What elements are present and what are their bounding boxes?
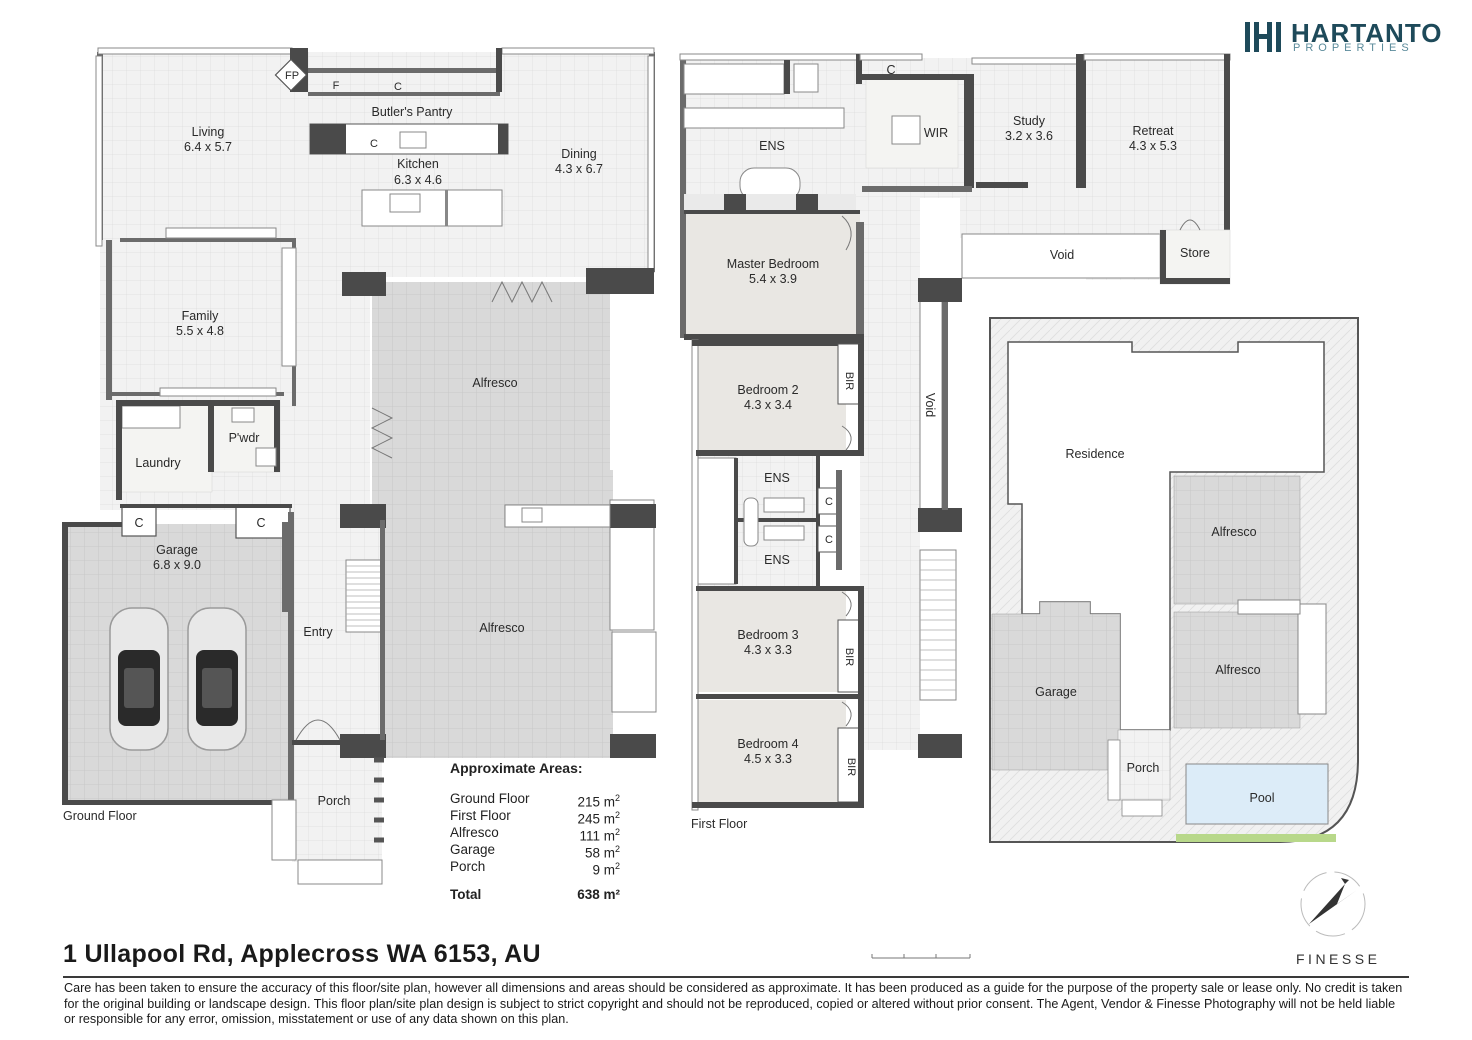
fp-label: FP <box>285 70 299 82</box>
garage-cupboard-right: C <box>256 516 265 530</box>
site-garage-label: Garage <box>1035 685 1077 699</box>
area-total-row: Total 638 m² <box>450 887 620 902</box>
first-floor-label: First Floor <box>691 817 747 831</box>
area-name: Porch <box>450 859 486 874</box>
area-value: 58 m2 <box>584 844 620 861</box>
kitchen-label: Kitchen <box>397 157 439 171</box>
bir-3-label: BIR <box>843 648 855 666</box>
powder-room-label: P'wdr <box>229 431 260 445</box>
master-bedroom-label: Master Bedroom <box>727 257 819 271</box>
areas-title: Approximate Areas: <box>450 760 583 776</box>
dining-dimensions: 4.3 x 6.7 <box>555 162 603 176</box>
area-name: First Floor <box>450 808 511 823</box>
retreat-label: Retreat <box>1133 124 1175 138</box>
scale-bar-icon <box>871 954 971 959</box>
porch-label: Porch <box>318 794 351 808</box>
butlers-pantry-label: Butler's Pantry <box>372 105 454 119</box>
divider <box>63 976 1409 978</box>
family-label: Family <box>182 309 220 323</box>
hartanto-logo-icon <box>1245 22 1281 52</box>
area-row: First Floor 245 m2 <box>450 807 620 827</box>
total-value: 638 m² <box>577 887 620 902</box>
hartanto-logo: HARTANTO PROPERTIES <box>1243 18 1453 58</box>
first-floor-cupboard-top: C <box>886 63 895 77</box>
bedroom-2-label: Bedroom 2 <box>737 383 798 397</box>
stairs <box>345 559 383 633</box>
ground-floor-plan <box>62 47 657 885</box>
garage-label: Garage <box>156 543 198 557</box>
approximate-areas-table: Approximate Areas: Ground Floor 215 m2 F… <box>450 760 620 902</box>
ensuite-cupboard-b: C <box>825 534 833 546</box>
site-alfresco-bottom-label: Alfresco <box>1215 663 1260 677</box>
entry-label: Entry <box>303 625 333 639</box>
bedroom-3-dimensions: 4.3 x 3.3 <box>744 643 792 657</box>
ensuite-b-label: ENS <box>764 553 790 567</box>
master-ensuite-label: ENS <box>759 139 785 153</box>
ensuite-a-label: ENS <box>764 471 790 485</box>
dining-label: Dining <box>561 147 596 161</box>
first-floor-plan <box>679 53 1231 811</box>
site-porch-label: Porch <box>1127 761 1160 775</box>
disclaimer-text: Care has been taken to ensure the accura… <box>64 981 1403 1027</box>
family-dimensions: 5.5 x 4.8 <box>176 324 224 338</box>
bedroom-4-dimensions: 4.5 x 3.3 <box>744 752 792 766</box>
bir-4-label: BIR <box>845 758 857 776</box>
bedroom-4-label: Bedroom 4 <box>737 737 798 751</box>
stairs-first-floor <box>919 549 957 701</box>
ground-floor-label: Ground Floor <box>63 809 137 823</box>
study-dimensions: 3.2 x 3.6 <box>1005 129 1053 143</box>
fridge-label: F <box>333 80 340 92</box>
living-label: Living <box>192 125 225 139</box>
area-value: 111 m2 <box>579 827 620 844</box>
brand-name: HARTANTO <box>1291 18 1443 48</box>
void-horizontal-label: Void <box>1050 248 1074 262</box>
ensuite-cupboard-a: C <box>825 496 833 508</box>
area-row: Garage 58 m2 <box>450 841 620 861</box>
bedroom-2-dimensions: 4.3 x 3.4 <box>744 398 792 412</box>
car-icon-left <box>109 607 169 751</box>
master-bedroom-dimensions: 5.4 x 3.9 <box>749 272 797 286</box>
site-residence-label: Residence <box>1065 447 1124 461</box>
site-pool-label: Pool <box>1249 791 1274 805</box>
store-label: Store <box>1180 246 1210 260</box>
area-row: Porch 9 m2 <box>450 858 620 878</box>
pantry-cupboard-label: C <box>394 81 402 93</box>
alfresco-lower-label: Alfresco <box>479 621 524 635</box>
area-value: 245 m2 <box>577 810 620 827</box>
area-value: 9 m2 <box>592 861 620 878</box>
area-row: Alfresco 111 m2 <box>450 824 620 844</box>
bedroom-3-label: Bedroom 3 <box>737 628 798 642</box>
area-name: Ground Floor <box>450 791 530 806</box>
garage-dimensions: 6.8 x 9.0 <box>153 558 201 572</box>
kitchen-cupboard-label: C <box>370 138 378 150</box>
bir-2-label: BIR <box>843 372 855 390</box>
alfresco-upper-label: Alfresco <box>472 376 517 390</box>
study-label: Study <box>1013 114 1046 128</box>
kitchen-dimensions: 6.3 x 4.6 <box>394 173 442 187</box>
finesse-logo-text: FINESSE <box>1296 951 1381 967</box>
laundry-label: Laundry <box>135 456 181 470</box>
brand-sub: PROPERTIES <box>1293 42 1414 54</box>
wir-label: WIR <box>924 126 948 140</box>
area-row: Ground Floor 215 m2 <box>450 790 620 810</box>
car-icon-right <box>187 607 247 751</box>
retreat-dimensions: 4.3 x 5.3 <box>1129 139 1177 153</box>
void-vertical-label: Void <box>923 393 937 417</box>
compass-icon <box>1300 871 1366 937</box>
site-alfresco-top-label: Alfresco <box>1211 525 1256 539</box>
area-value: 215 m2 <box>577 793 620 810</box>
property-address: 1 Ullapool Rd, Applecross WA 6153, AU <box>63 940 541 968</box>
site-plan <box>989 317 1359 843</box>
living-dimensions: 6.4 x 5.7 <box>184 140 232 154</box>
area-name: Garage <box>450 842 496 857</box>
garage-cupboard-left: C <box>134 516 143 530</box>
total-label: Total <box>450 887 482 902</box>
area-name: Alfresco <box>450 825 499 840</box>
